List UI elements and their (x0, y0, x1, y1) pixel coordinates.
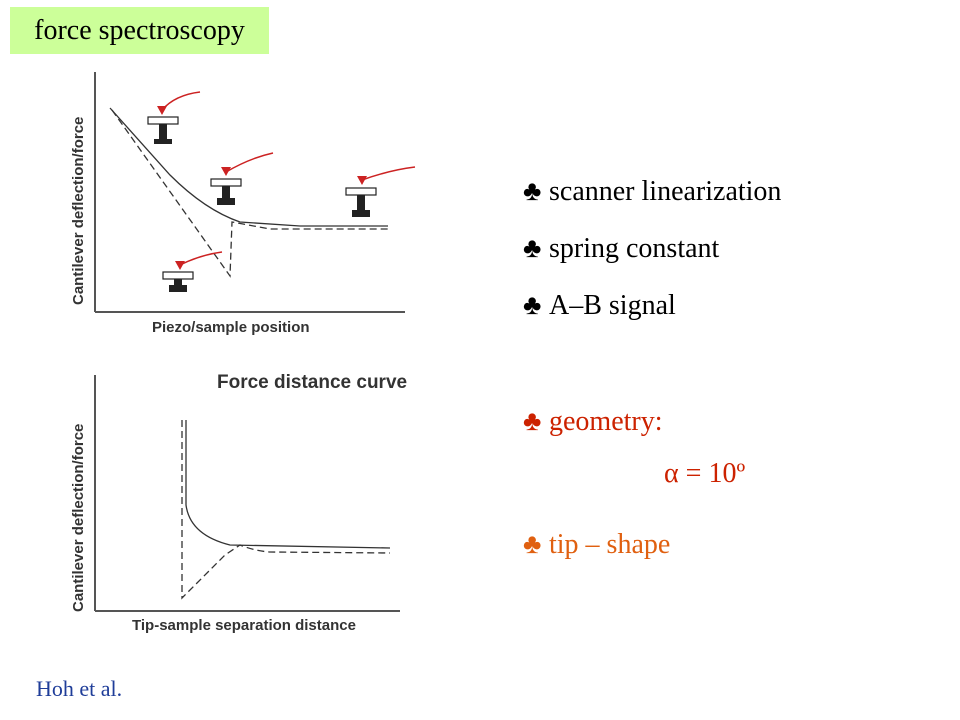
bullet-text: A–B signal (549, 290, 676, 321)
club-icon: ♣ (523, 406, 542, 437)
slide-title: force spectroscopy (10, 7, 269, 54)
bullet-text: scanner linearization (549, 176, 782, 207)
credit: Hoh et al. (36, 676, 123, 701)
bottom-y-label: Cantilever deflection/force (70, 424, 87, 612)
top-y-label: Cantilever deflection/force (70, 117, 87, 305)
alpha-equation: α = 10º (664, 458, 746, 489)
club-icon: ♣ (523, 233, 542, 264)
cantilever-sketch-3 (345, 166, 416, 217)
cantilever-sketch-2 (210, 152, 274, 205)
top-x-label: Piezo/sample position (152, 319, 310, 336)
top-retract-curve (111, 109, 388, 278)
top-approach-curve (109, 107, 388, 227)
bottom-approach-curve (185, 420, 391, 549)
bottom-retract-curve (181, 420, 391, 600)
top-graph: Cantilever deflection/force Piezo/sample… (70, 72, 405, 336)
bottom-graph: Force distance curve Cantilever deflecti… (70, 372, 407, 634)
bullet-text: tip – shape (549, 529, 671, 560)
bottom-caption: Force distance curve (217, 372, 407, 393)
bullet-text: spring constant (549, 233, 720, 264)
cantilever-sketch-1 (147, 91, 201, 144)
bullet-text: geometry: (549, 406, 663, 437)
bullet-spring-constant: ♣spring constant (523, 233, 719, 265)
club-icon: ♣ (523, 529, 542, 560)
bullet-tip-shape: ♣tip – shape (523, 529, 670, 561)
bullet-geometry: ♣geometry: (523, 406, 663, 438)
cantilever-sketch-4 (162, 251, 223, 292)
club-icon: ♣ (523, 176, 542, 207)
bottom-x-label: Tip-sample separation distance (132, 617, 356, 634)
bullet-ab-signal: ♣A–B signal (523, 290, 676, 322)
club-icon: ♣ (523, 290, 542, 321)
bullet-scanner-linearization: ♣scanner linearization (523, 176, 781, 208)
